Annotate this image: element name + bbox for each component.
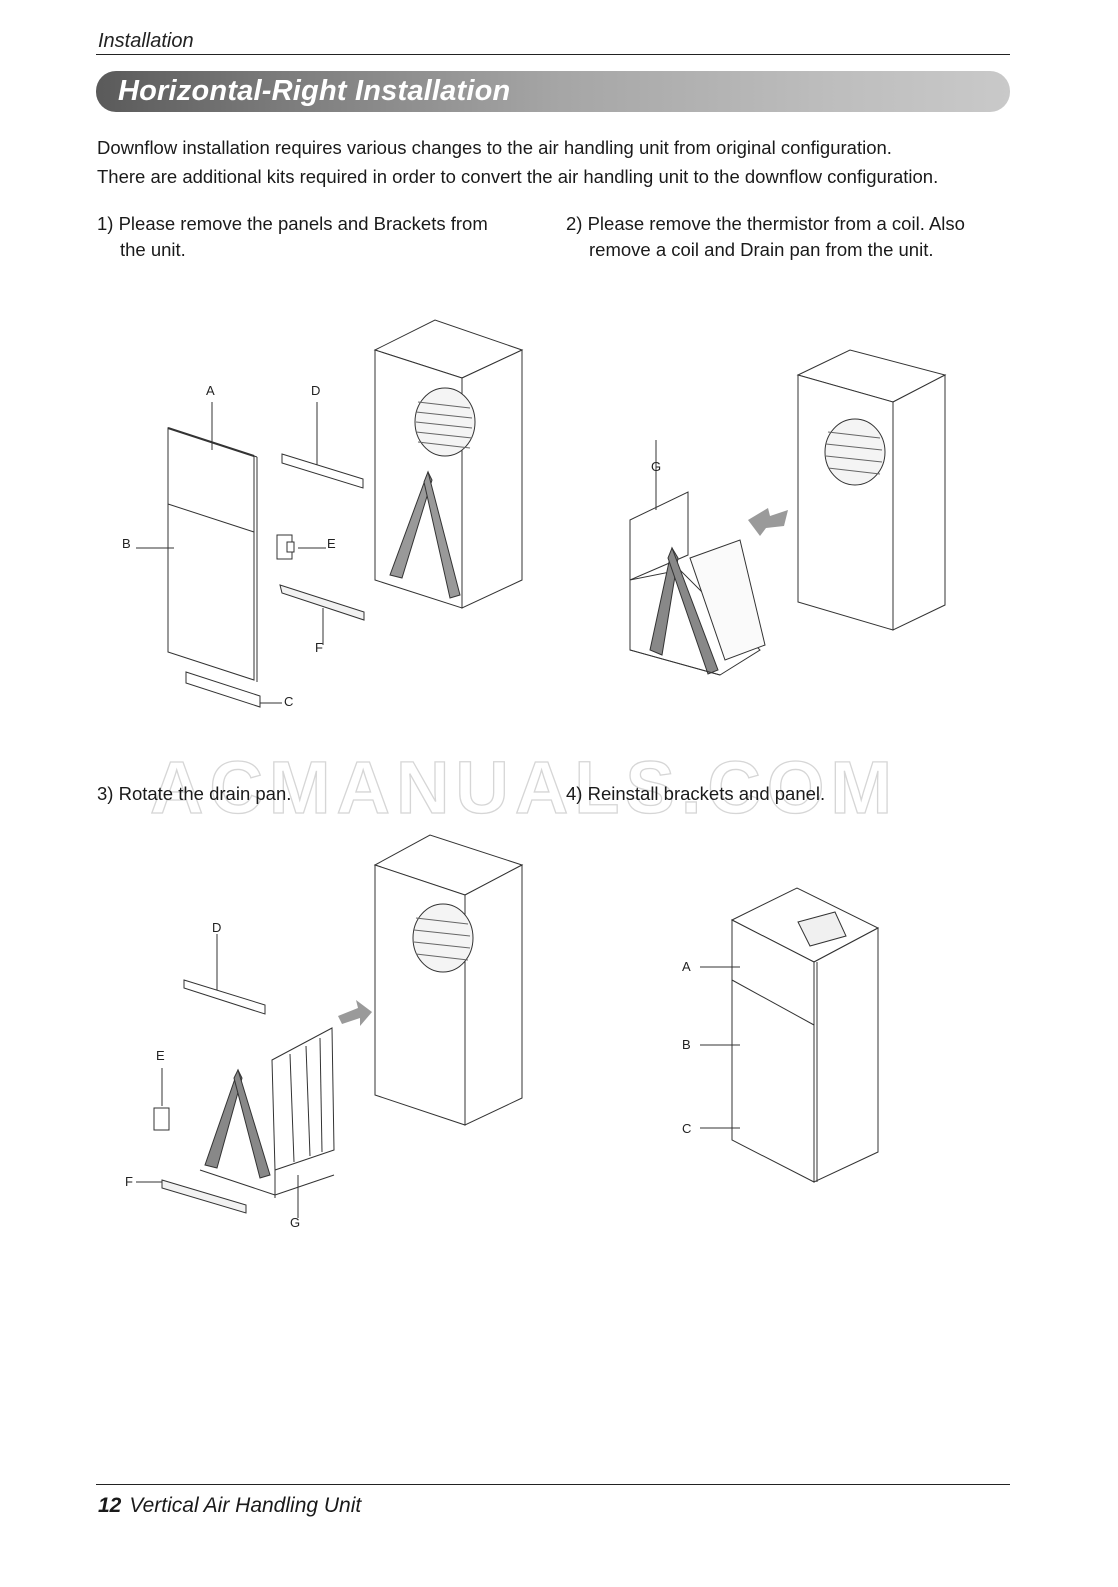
bracket-d-icon (183, 979, 266, 1015)
step-text-cont: the unit. (120, 239, 186, 260)
title-banner (96, 71, 1010, 112)
callout-b: B (122, 536, 131, 551)
callout-g: G (651, 459, 662, 474)
step-text-cont: remove a coil and Drain pan from the uni… (589, 239, 934, 260)
callout-e: E (156, 1048, 165, 1063)
arrow-right-icon (338, 1000, 372, 1026)
part-e-icon (153, 1107, 170, 1131)
callout-c: C (284, 694, 294, 709)
bracket-f-icon (161, 1179, 247, 1214)
footer: 12 Vertical Air Handling Unit (98, 1494, 361, 1518)
step-2: 2) Please remove the thermistor from a c… (566, 211, 1016, 263)
figure-1-disassembly (136, 319, 524, 708)
coil-assembly-icon (629, 491, 766, 676)
step-number: 3) (97, 783, 114, 804)
intro-line-1: Downflow installation requires various c… (97, 137, 892, 158)
intro-line-2: There are additional kits required in or… (97, 166, 939, 187)
callout-g: G (290, 1215, 301, 1230)
intro-paragraph: Downflow installation requires various c… (97, 133, 1017, 191)
step-text: Please remove the thermistor from a coil… (587, 213, 965, 234)
callout-f: F (315, 640, 323, 655)
coil-assembly-icon (199, 1027, 335, 1198)
callout-d: D (311, 383, 321, 398)
step-text: Rotate the drain pan. (118, 783, 292, 804)
header-divider (96, 54, 1010, 55)
watermark: ACMANUALS.COM (149, 745, 899, 829)
step-1: 1) Please remove the panels and Brackets… (97, 211, 547, 263)
footer-title: Vertical Air Handling Unit (129, 1494, 362, 1517)
callout-e: E (327, 536, 336, 551)
step-3: 3) Rotate the drain pan. (97, 781, 547, 807)
air-handler-cabinet-icon (373, 834, 524, 1126)
figure-3-rotate-drain-pan (136, 834, 524, 1218)
callout-a: A (206, 383, 215, 398)
callout-c: C (682, 1121, 692, 1136)
callout-a: A (682, 959, 691, 974)
part-e-icon (276, 534, 295, 560)
page-title: Horizontal-Right Installation (118, 75, 511, 107)
step-text: Reinstall brackets and panel. (587, 783, 826, 804)
figure-4-reassembled-unit (700, 887, 880, 1183)
callout-b: B (682, 1037, 691, 1052)
air-handler-cabinet-icon (730, 887, 880, 1183)
callout-f: F (125, 1174, 133, 1189)
section-label: Installation (98, 30, 194, 52)
footer-divider (96, 1484, 1010, 1485)
arrow-left-icon (748, 508, 788, 536)
callout-d: D (212, 920, 222, 935)
bracket-d-icon (281, 453, 364, 489)
step-4: 4) Reinstall brackets and panel. (566, 781, 1016, 807)
front-panel-icon (167, 427, 258, 682)
step-number: 4) (566, 783, 583, 804)
bracket-f-icon (279, 584, 365, 621)
air-handler-cabinet-icon (373, 319, 524, 609)
bracket-c-icon (185, 671, 261, 708)
step-number: 1) (97, 213, 114, 234)
figure-2-coil-removal (629, 349, 947, 676)
page-number: 12 (98, 1494, 122, 1517)
step-text: Please remove the panels and Brackets fr… (118, 213, 488, 234)
step-number: 2) (566, 213, 583, 234)
air-handler-cabinet-icon (796, 349, 947, 631)
